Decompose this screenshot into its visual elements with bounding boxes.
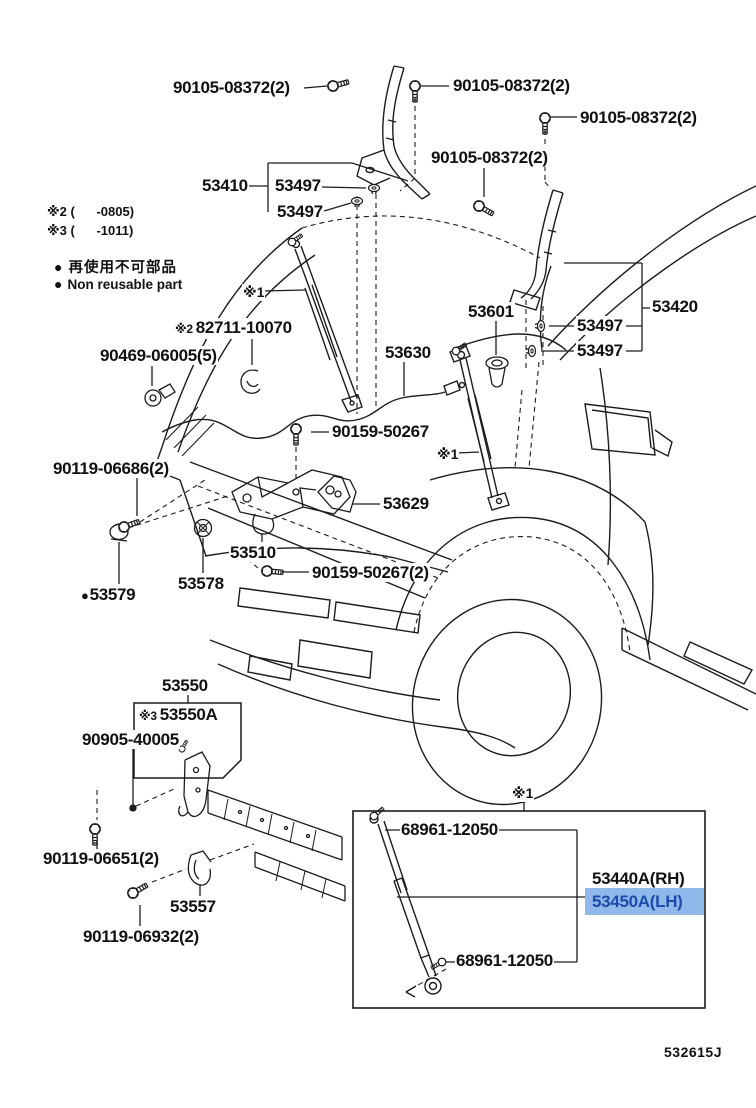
grommet-53601	[485, 356, 509, 388]
bolt-icon	[260, 564, 285, 579]
part-label-90105-08372-4[interactable]: 90105-08372(2)	[430, 148, 549, 167]
bolt-icon	[125, 879, 151, 901]
part-label-90905-40005[interactable]: 90905-40005	[81, 730, 180, 749]
hook-82711	[240, 369, 261, 394]
clamp-90469	[144, 383, 176, 407]
part-number-text: 53579	[89, 585, 136, 604]
part-label-53550[interactable]: 53550	[161, 676, 209, 695]
bullet-icon: ●	[54, 259, 64, 275]
selected-part-highlight	[585, 888, 704, 915]
cushion-clip-icon	[367, 183, 381, 195]
part-label-53497-2[interactable]: 53497	[276, 202, 324, 221]
bolt-icon	[286, 231, 305, 248]
bolt-icon	[471, 198, 497, 220]
part-label-53510[interactable]: 53510	[229, 543, 277, 562]
part-label-90119-06651[interactable]: 90119-06651(2)	[42, 849, 160, 868]
note-ref2-range: ※2 ( -0805)	[47, 204, 135, 219]
ref1-mark-body-strut: ※1	[436, 446, 460, 463]
cushion-clip-icon	[525, 344, 537, 358]
cushion-clip-icon	[534, 319, 546, 333]
ref1-mark-detail-box: ※1	[511, 785, 535, 802]
bolt-icon	[367, 804, 387, 823]
part-label-90105-08372-1[interactable]: 90105-08372(2)	[172, 78, 291, 97]
part-label-53410[interactable]: 53410	[201, 176, 249, 195]
bolt-icon	[450, 340, 469, 357]
part-label-90119-06932[interactable]: 90119-06932(2)	[82, 927, 200, 946]
bolt-icon	[325, 76, 351, 94]
legend-text-en: Non reusable part	[67, 277, 183, 292]
part-label-53630[interactable]: 53630	[384, 343, 432, 362]
hood-release-cable	[161, 380, 466, 439]
radiator-support-sketch	[133, 702, 346, 902]
part-label-53601[interactable]: 53601	[467, 302, 515, 321]
part-label-90105-08372-2[interactable]: 90105-08372(2)	[452, 76, 571, 95]
part-label-68961-12050-bottom[interactable]: 68961-12050	[455, 951, 554, 970]
bolt-icon	[89, 823, 101, 846]
bolt-icon	[290, 423, 302, 446]
part-label-53579[interactable]: ●53579	[80, 585, 137, 605]
hood-support-rod-right	[449, 345, 510, 511]
car-body-outline	[153, 185, 756, 806]
hood-hinge-right	[509, 189, 564, 311]
part-number-text: 53550A	[159, 705, 218, 724]
legend-text-jp: 再使用不可部品	[68, 260, 177, 276]
bullet-icon: ●	[54, 276, 63, 292]
leader-lines	[96, 85, 650, 963]
part-label-90119-06686[interactable]: 90119-06686(2)	[52, 459, 170, 478]
dashed-guides	[96, 97, 552, 993]
part-label-90105-08372-3[interactable]: 90105-08372(2)	[579, 108, 698, 127]
ref1-mark-hood-strut: ※1	[242, 284, 266, 301]
legend-nonreusable-en: ● Non reusable part	[54, 276, 182, 292]
part-label-68961-12050-top[interactable]: 68961-12050	[400, 820, 499, 839]
part-label-53629[interactable]: 53629	[382, 494, 430, 513]
ref2-mark: ※2	[175, 322, 193, 336]
hood-support-rod-left	[291, 239, 363, 413]
part-label-53497-1[interactable]: 53497	[274, 176, 322, 195]
part-label-90159-50267-2[interactable]: 90159-50267(2)	[311, 563, 430, 582]
part-label-53497-4[interactable]: 53497	[576, 341, 624, 360]
figure-code: 532615J	[664, 1044, 723, 1060]
part-label-90159-50267[interactable]: 90159-50267	[331, 422, 430, 441]
part-label-53497-3[interactable]: 53497	[576, 316, 624, 335]
note-ref3-range: ※3 ( -1011)	[47, 223, 134, 238]
part-label-53557[interactable]: 53557	[169, 897, 217, 916]
part-label-53420[interactable]: 53420	[651, 297, 699, 316]
part-label-90469-06005[interactable]: 90469-06005(5)	[99, 346, 218, 365]
part-number-text: 82711-10070	[195, 318, 292, 337]
legend-nonreusable-jp: ●再使用不可部品	[54, 256, 177, 277]
hood-lock-assembly	[109, 469, 357, 542]
part-label-53440A-RH[interactable]: 53440A(RH)	[591, 869, 686, 888]
part-label-53578[interactable]: 53578	[177, 574, 225, 593]
nonreusable-bullet-icon: ●	[81, 588, 89, 603]
ref3-mark: ※3	[139, 709, 157, 723]
part-label-53450A-LH-selected[interactable]: 53450A(LH)	[592, 892, 683, 911]
